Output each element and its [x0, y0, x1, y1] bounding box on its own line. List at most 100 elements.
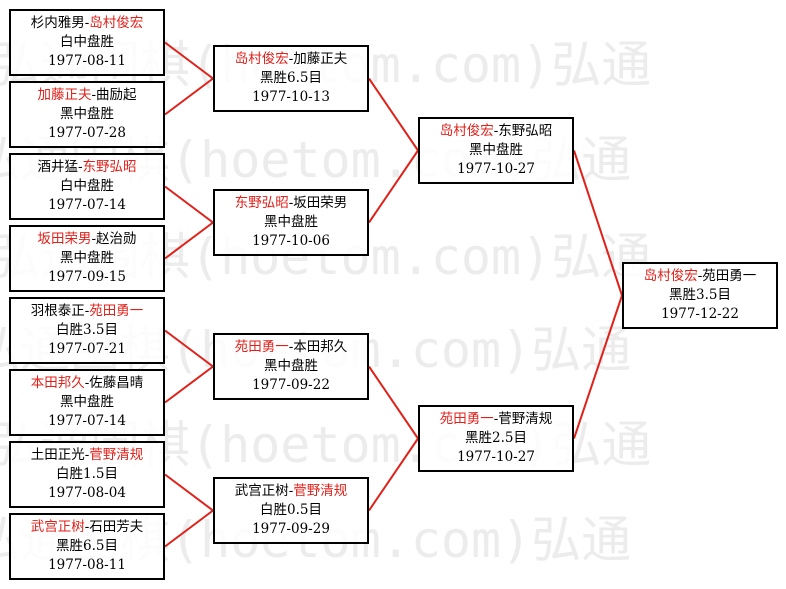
connector-line	[164, 509, 214, 548]
player-one: 岛村俊宏	[234, 51, 289, 67]
connector-line	[368, 77, 419, 152]
player-two: 加藤正夫	[293, 51, 348, 67]
match-result: 白中盘胜	[60, 178, 114, 194]
match-players: 岛村俊宏-加藤正夫	[215, 50, 367, 69]
versus-dash: -	[493, 411, 499, 427]
match-box-round1-4: 坂田荣男-赵治勋黑中盘胜 1977-09-15	[9, 225, 165, 292]
match-date: 1977-08-11	[48, 53, 126, 69]
match-date: 1977-09-15	[48, 269, 126, 285]
player-one: 苑田勇一	[439, 411, 494, 427]
match-players: 岛村俊宏-东野弘昭	[420, 122, 572, 141]
connector-line	[164, 185, 214, 224]
connector-line	[368, 149, 419, 224]
match-box-round1-3: 酒井猛-东野弘昭白中盘胜 1977-07-14	[9, 153, 165, 220]
connector-line	[164, 41, 214, 80]
player-one: 武宫正树	[30, 519, 85, 535]
player-two: 石田芳夫	[89, 519, 144, 535]
match-result: 黑中盘胜	[264, 358, 318, 374]
player-one: 东野弘昭	[234, 195, 289, 211]
connector-line	[573, 295, 623, 439]
versus-dash: -	[84, 375, 90, 391]
player-two: 菅野清规	[293, 483, 348, 499]
versus-dash: -	[84, 447, 90, 463]
match-box-round2-3: 苑田勇一-本田邦久黑中盘胜 1977-09-22	[213, 333, 369, 400]
match-date: 1977-07-21	[48, 341, 126, 357]
match-result: 黑中盘胜	[60, 394, 114, 410]
match-box-round2-4: 武宫正树-菅野清规白胜0.5目 1977-09-29	[213, 477, 369, 544]
match-result: 黑中盘胜	[469, 142, 523, 158]
match-date: 1977-10-27	[457, 161, 535, 177]
player-one: 岛村俊宏	[439, 123, 494, 139]
player-two: 苑田勇一	[702, 268, 757, 284]
connector-line	[164, 329, 214, 368]
connector-line	[164, 365, 214, 404]
player-one: 杉内雅男	[30, 15, 85, 31]
match-result: 黑中盘胜	[60, 106, 114, 122]
match-box-round1-6: 本田邦久-佐藤昌晴黑中盘胜 1977-07-14	[9, 369, 165, 436]
connector-line	[164, 473, 214, 512]
connector-line	[164, 77, 214, 116]
match-box-round1-5: 羽根泰正-苑田勇一白胜3.5目 1977-07-21	[9, 297, 165, 364]
match-date: 1977-07-14	[48, 413, 126, 429]
versus-dash: -	[288, 483, 294, 499]
match-date: 1977-07-14	[48, 197, 126, 213]
player-two: 菅野清规	[498, 411, 553, 427]
match-result: 黑中盘胜	[264, 214, 318, 230]
connector-line	[368, 437, 419, 512]
player-one: 本田邦久	[30, 375, 85, 391]
match-box-final-1: 岛村俊宏-苑田勇一黑胜3.5目 1977-12-22	[622, 262, 778, 329]
match-date: 1977-08-11	[48, 557, 126, 573]
match-players: 土田正光-菅野清规	[11, 446, 163, 465]
match-date: 1977-09-22	[252, 377, 330, 393]
player-two: 东野弘昭	[498, 123, 553, 139]
match-result: 黑中盘胜	[60, 250, 114, 266]
match-players: 加藤正夫-曲励起	[11, 86, 163, 105]
match-date: 1977-12-22	[661, 306, 739, 322]
player-one: 酒井猛	[37, 159, 78, 175]
match-result: 白中盘胜	[60, 34, 114, 50]
match-players: 坂田荣男-赵治勋	[11, 230, 163, 249]
player-two: 菅野清规	[89, 447, 144, 463]
versus-dash: -	[84, 519, 90, 535]
player-two: 曲励起	[96, 87, 137, 103]
match-box-round1-2: 加藤正夫-曲励起黑中盘胜 1977-07-28	[9, 81, 165, 148]
match-result: 黑胜6.5目	[260, 70, 322, 86]
versus-dash: -	[77, 159, 83, 175]
connector-line	[368, 365, 419, 440]
match-result: 白胜3.5目	[56, 322, 118, 338]
player-two: 岛村俊宏	[89, 15, 144, 31]
versus-dash: -	[288, 195, 294, 211]
match-date: 1977-09-29	[252, 521, 330, 537]
match-date: 1977-10-27	[457, 449, 535, 465]
versus-dash: -	[84, 15, 90, 31]
match-players: 东野弘昭-坂田荣男	[215, 194, 367, 213]
match-players: 武宫正树-菅野清规	[215, 482, 367, 501]
versus-dash: -	[288, 339, 294, 355]
versus-dash: -	[84, 303, 90, 319]
match-result: 黑胜3.5目	[669, 287, 731, 303]
match-date: 1977-07-28	[48, 125, 126, 141]
match-players: 羽根泰正-苑田勇一	[11, 302, 163, 321]
match-result: 黑胜2.5目	[465, 430, 527, 446]
player-one: 苑田勇一	[234, 339, 289, 355]
player-one: 岛村俊宏	[643, 268, 698, 284]
connector-line	[164, 221, 214, 260]
player-two: 佐藤昌晴	[89, 375, 144, 391]
match-result: 白胜0.5目	[260, 502, 322, 518]
player-one: 土田正光	[30, 447, 85, 463]
match-players: 武宫正树-石田芳夫	[11, 518, 163, 537]
match-players: 苑田勇一-菅野清规	[420, 410, 572, 429]
match-players: 苑田勇一-本田邦久	[215, 338, 367, 357]
versus-dash: -	[91, 231, 97, 247]
match-box-round1-1: 杉内雅男-岛村俊宏白中盘胜 1977-08-11	[9, 9, 165, 76]
versus-dash: -	[288, 51, 294, 67]
match-players: 岛村俊宏-苑田勇一	[624, 267, 776, 286]
player-two: 东野弘昭	[82, 159, 137, 175]
player-two: 赵治勋	[96, 231, 137, 247]
